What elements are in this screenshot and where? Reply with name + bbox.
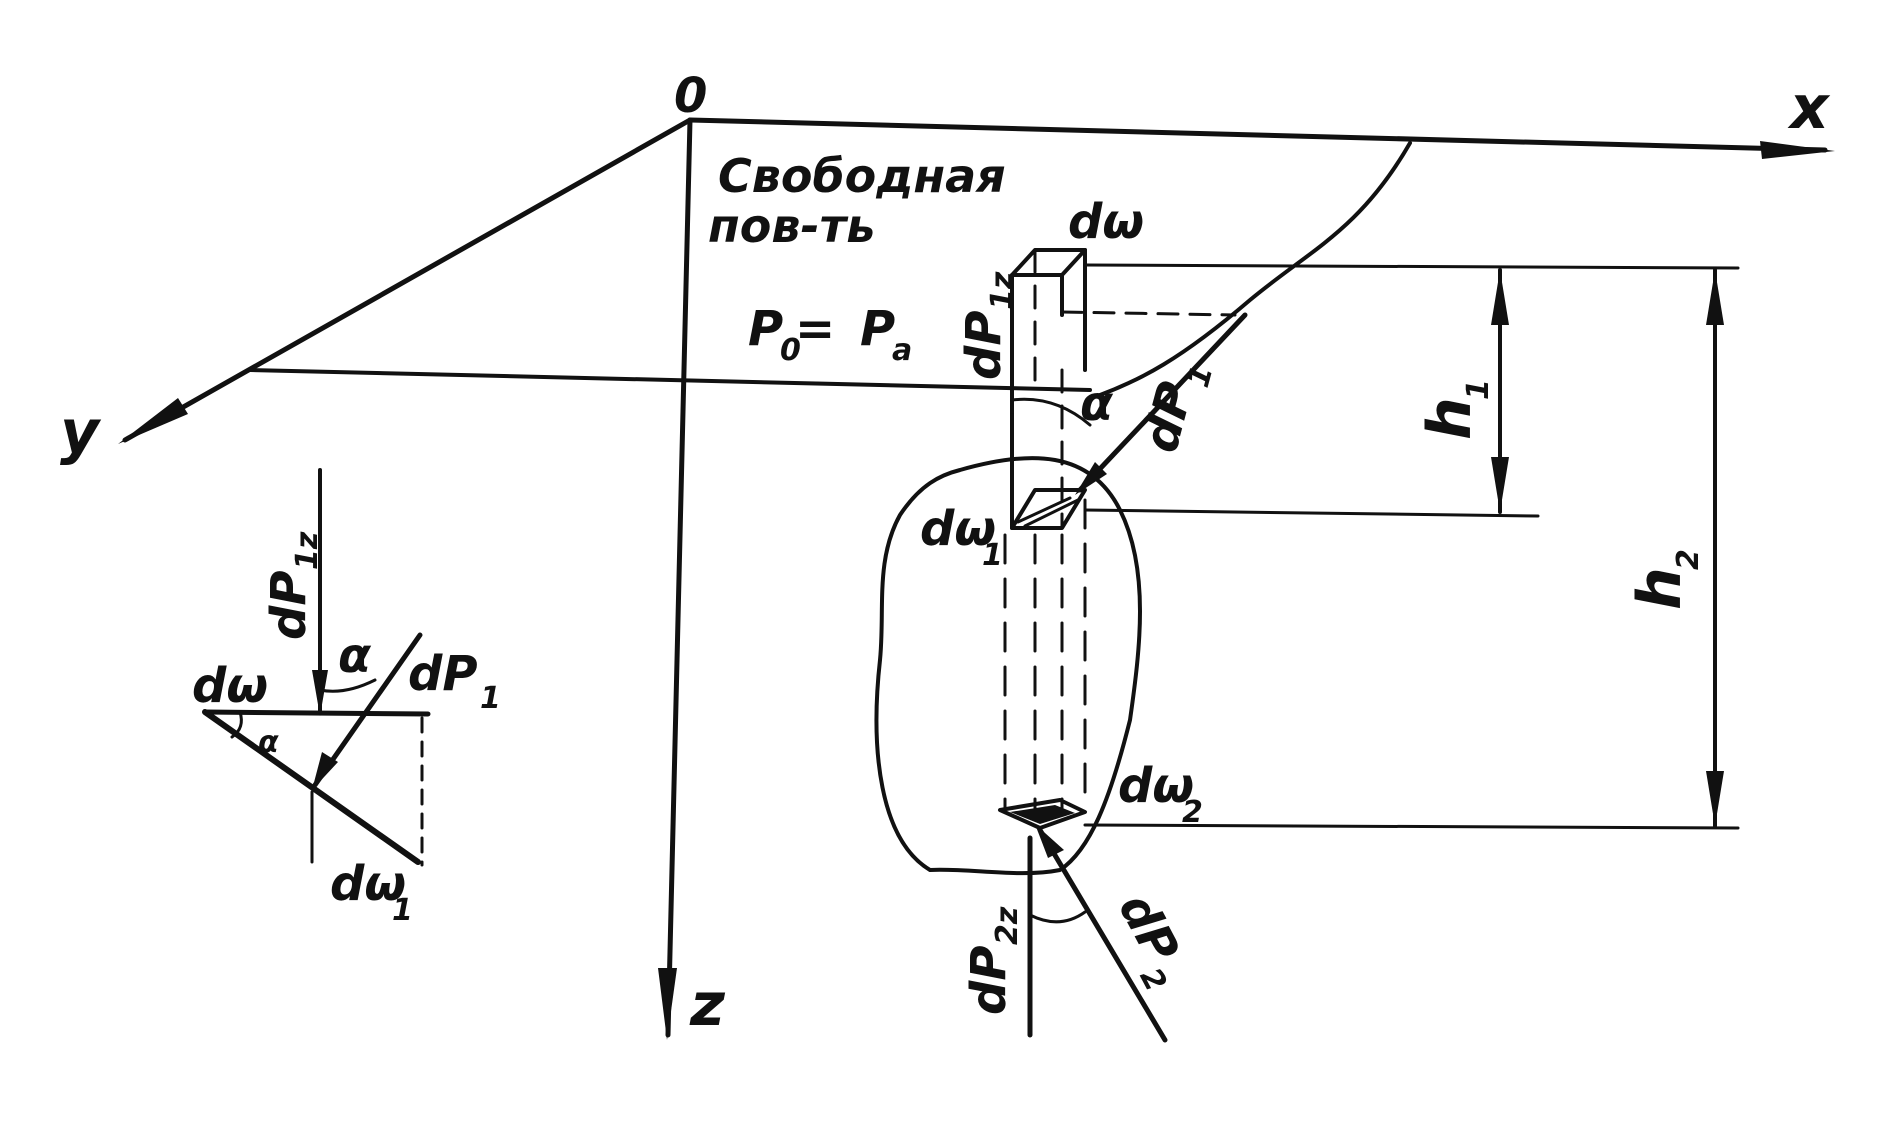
h1-sub: 1	[1461, 379, 1496, 400]
inset-decomposition	[202, 468, 431, 867]
h1-reference-line	[1083, 508, 1540, 518]
h2-arrow-top	[1706, 270, 1724, 325]
x-axis-line	[687, 117, 1828, 153]
free-surface-labels: Свободная пов-ть	[708, 149, 1006, 253]
origin-label: 0	[674, 68, 707, 124]
inset-alpha1-label: α	[258, 725, 279, 760]
d-omega1-sub: 1	[982, 538, 1003, 573]
z-axis-line	[665, 117, 693, 1038]
dP1-label-group: dP 1	[1132, 362, 1220, 458]
inset-d-omega1-line	[202, 709, 421, 865]
dP1-vector-line	[1077, 312, 1248, 493]
element-1-hatch-b	[1023, 498, 1080, 528]
equation-rhs: P	[860, 301, 895, 357]
dP1z-sub: 1z	[985, 271, 1020, 310]
equation-rhs-sub: a	[892, 333, 912, 368]
d-omega-label: dω	[1068, 194, 1144, 250]
dP1z-label-group: dP 1z	[956, 271, 1020, 380]
submerged-body-contour	[874, 456, 1142, 876]
inset-dP1z-sub: 1z	[290, 531, 325, 570]
depth-dimensions	[1060, 263, 1740, 830]
elementary-prism	[998, 248, 1087, 830]
dP1-label: dP	[1132, 376, 1204, 458]
inset-dP1z-label-group: dP 1z	[261, 531, 325, 640]
d-omega2-label: dω	[1118, 758, 1194, 814]
element-1-hatch-a	[1016, 496, 1072, 524]
inset-dP1z-label: dP	[261, 570, 317, 640]
d-omega1-label: dω	[920, 501, 996, 557]
inset-alpha-label: α	[338, 628, 372, 684]
dP2-label-group: dP 2	[1107, 884, 1189, 997]
surface-element-1	[1010, 488, 1087, 530]
inset-dP1-sub: 1	[480, 681, 501, 716]
free-surface-label-line1: Свободная	[718, 149, 1006, 203]
top-reference-line	[1083, 263, 1740, 270]
inset-alpha-arc	[318, 678, 377, 693]
inset-dP1-label: dP	[408, 646, 478, 702]
x-axis-arrow	[1760, 141, 1835, 159]
z-axis-arrow	[658, 968, 677, 1040]
inset-d-omega-label: dω	[192, 658, 268, 714]
h2-arrow-bottom	[1706, 771, 1724, 826]
h1-label: h	[1415, 397, 1485, 440]
dP1-vector-arrow	[1075, 462, 1107, 495]
dP2z-sub: 2z	[990, 906, 1025, 945]
free-surface-edge-line	[248, 368, 1092, 392]
z-axis-label: z	[689, 970, 726, 1040]
equation-eq: =	[795, 301, 835, 357]
pressure-equation: P 0 = P a	[748, 301, 912, 368]
h2-label: h	[1625, 567, 1695, 610]
h2-label-group: h 2	[1625, 549, 1706, 610]
alpha-arc-upper	[1010, 397, 1092, 427]
inset-d-omega1-sub: 1	[392, 893, 413, 928]
equation-lhs: P	[748, 301, 783, 357]
dP2z-label-group: dP 2z	[961, 906, 1025, 1015]
inset-labels: dω dω 1 dP 1z dP 1 α α	[192, 531, 501, 928]
alpha-label: α	[1080, 376, 1114, 432]
inset-d-omega1-label: dω	[330, 856, 406, 912]
free-surface-label-line2: пов-ть	[708, 199, 875, 253]
element-2-fill	[1010, 805, 1075, 824]
inset-dP1-arrow	[312, 752, 338, 790]
d-omega2-sub: 2	[1182, 795, 1203, 830]
pressure-vectors	[1010, 312, 1248, 1043]
h2-sub: 2	[1671, 549, 1706, 570]
alpha-arc-lower	[1028, 910, 1087, 924]
free-surface-dashed-line	[1060, 310, 1237, 317]
h1-label-group: h 1	[1415, 379, 1496, 440]
dP2-vector-line	[1037, 827, 1168, 1043]
prism-top-face	[1010, 248, 1087, 277]
surface-element-2	[998, 798, 1087, 830]
dP2-vector-arrow	[1035, 824, 1064, 858]
dP2z-label: dP	[961, 945, 1017, 1015]
x-axis-label: x	[1787, 73, 1831, 143]
inset-alpha1-arc	[230, 710, 243, 739]
y-axis-label: y	[60, 397, 102, 467]
axis-labels: 0 x y z	[60, 68, 1831, 1040]
axes	[118, 117, 1835, 1040]
h2-reference-line	[1083, 823, 1740, 830]
element-labels: dω dω 1 dω 2 dP 1z dP 1 dP 2z dP 2 α h 1…	[920, 194, 1706, 1015]
y-axis-arrow	[118, 398, 188, 444]
h1-arrow-bottom	[1491, 457, 1509, 512]
free-surface-curve	[1098, 141, 1412, 397]
inset-dP1z-arrow	[312, 670, 328, 716]
dP1z-label: dP	[956, 310, 1012, 380]
inset-d-omega-line	[202, 709, 431, 717]
h1-arrow-top	[1491, 270, 1509, 325]
equation-lhs-sub: 0	[780, 333, 801, 368]
dP2-label: dP	[1107, 884, 1189, 972]
y-axis-line	[122, 117, 693, 443]
free-surface-outline	[248, 141, 1412, 397]
